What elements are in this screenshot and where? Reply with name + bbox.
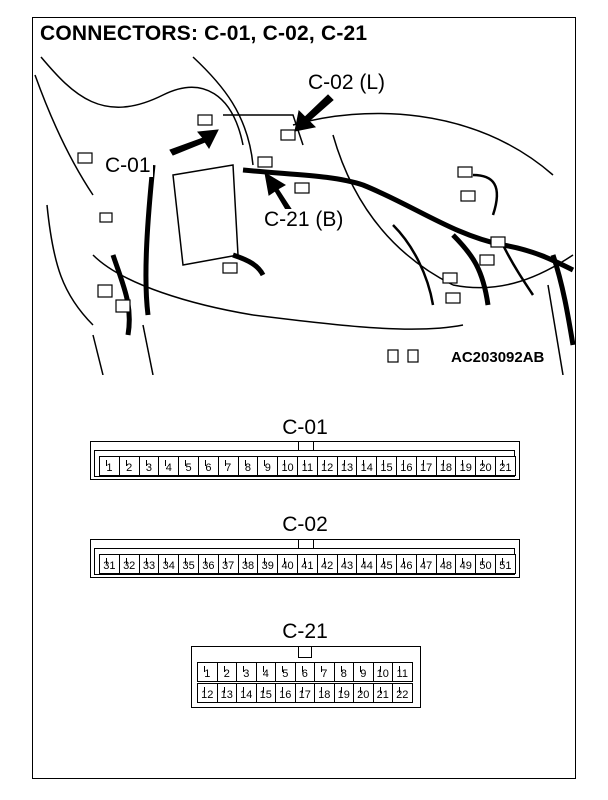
connector-pin: 40 [277, 554, 298, 574]
connector-pin: 15 [376, 456, 397, 476]
connector-pin: 9 [257, 456, 279, 476]
page-title: CONNECTORS: C-01, C-02, C-21 [40, 22, 368, 45]
connector-pin: 2 [216, 662, 237, 682]
callout-c01: C-01 [103, 154, 153, 177]
connector-pin: 5 [275, 662, 296, 682]
connector-pin: 31 [99, 554, 120, 574]
connector-pin: 51 [494, 554, 516, 574]
vehicle-harness-illustration [34, 56, 575, 375]
connector-pin: 41 [296, 554, 318, 574]
figure-code: AC203092AB [449, 349, 547, 366]
connector-pin: 12 [316, 456, 338, 476]
connector-pin: 39 [257, 554, 279, 574]
connector-pin: 19 [333, 683, 354, 703]
connector-pin: 50 [475, 554, 496, 574]
connector-pin: 3 [236, 662, 257, 682]
connector-pin: 11 [296, 456, 318, 476]
connector-pin: 16 [275, 683, 296, 703]
connector-pin: 49 [455, 554, 477, 574]
connector-pin: 8 [237, 456, 259, 476]
connector-pin: 2 [118, 456, 140, 476]
connector-pin: 16 [395, 456, 417, 476]
connector-pin: 8 [333, 662, 354, 682]
connector-pin: 44 [356, 554, 378, 574]
connector-pin: 47 [415, 554, 437, 574]
connector-pin: 32 [118, 554, 140, 574]
connector-pin: 48 [435, 554, 457, 574]
connector-pin: 10 [372, 662, 393, 682]
connector-pin: 17 [294, 683, 315, 703]
connector-c21-label: C-21 [282, 620, 328, 643]
connector-c01-key [298, 441, 314, 451]
connector-pin: 22 [392, 683, 413, 703]
connector-pin: 19 [455, 456, 477, 476]
connector-pin: 4 [158, 456, 180, 476]
diagram-frame [32, 17, 576, 779]
connector-pin: 3 [138, 456, 160, 476]
connector-pin: 17 [415, 456, 437, 476]
connector-pin: 20 [475, 456, 496, 476]
connector-c01-label: C-01 [282, 416, 328, 439]
callout-c02: C-02 (L) [306, 71, 388, 94]
connector-pin: 7 [314, 662, 335, 682]
connector-pin: 5 [178, 456, 199, 476]
connector-pin: 34 [158, 554, 180, 574]
connector-pin: 36 [197, 554, 219, 574]
connector-pin: 33 [138, 554, 160, 574]
connector-pin: 1 [197, 662, 218, 682]
connector-pin: 13 [336, 456, 358, 476]
connector-pin: 38 [237, 554, 259, 574]
connector-pin: 9 [353, 662, 374, 682]
connector-pin: 20 [353, 683, 374, 703]
connector-pin: 10 [277, 456, 298, 476]
connector-pin: 15 [255, 683, 276, 703]
connector-pin: 14 [356, 456, 378, 476]
connector-pin: 7 [217, 456, 239, 476]
connector-pin: 13 [216, 683, 237, 703]
connector-pin: 6 [294, 662, 315, 682]
connector-pin: 6 [197, 456, 219, 476]
connector-pin: 18 [314, 683, 335, 703]
connector-pin: 1 [99, 456, 120, 476]
connector-pin: 21 [372, 683, 393, 703]
connector-c21-key [298, 646, 312, 658]
connector-pin: 18 [435, 456, 457, 476]
connector-pin: 12 [197, 683, 218, 703]
connector-pin: 42 [316, 554, 338, 574]
connector-pin: 4 [255, 662, 276, 682]
connector-pin: 46 [395, 554, 417, 574]
connector-pin: 45 [376, 554, 397, 574]
connector-pin: 14 [236, 683, 257, 703]
connector-c02-key [298, 539, 314, 549]
connector-c02-label: C-02 [282, 513, 328, 536]
connector-pin: 43 [336, 554, 358, 574]
callout-c21: C-21 (B) [262, 208, 346, 231]
connector-pin: 21 [494, 456, 516, 476]
connector-pin: 37 [217, 554, 239, 574]
connector-pin: 11 [392, 662, 413, 682]
connector-pin: 35 [178, 554, 199, 574]
